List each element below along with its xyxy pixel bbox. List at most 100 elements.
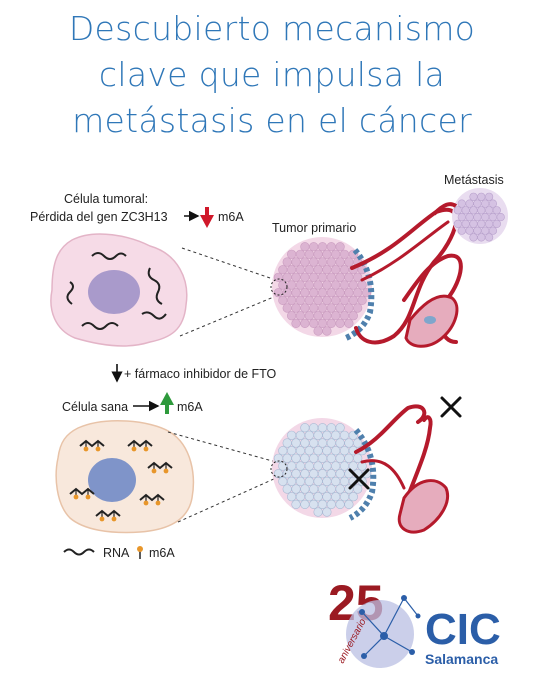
- tumor-cell-dot: [322, 507, 332, 517]
- tumor-cell-dot: [457, 199, 466, 208]
- tumor-cell-dot: [473, 226, 482, 235]
- tumor-cell-dot: [492, 219, 501, 228]
- tumor-cell-dot: [339, 311, 350, 321]
- tumor-cell-dot: [473, 199, 482, 208]
- tumor-cell-dot: [282, 484, 292, 494]
- tumor-cell-dot: [304, 476, 314, 487]
- headline: Descubierto mecanismo clave que impulsa …: [0, 6, 544, 144]
- tumor-cell-dot: [322, 311, 332, 321]
- tumor-cell-dot: [331, 265, 341, 275]
- m6a-mark: [85, 494, 91, 500]
- tumor-cell-dot: [295, 492, 306, 502]
- tumor-cell-dot: [295, 280, 306, 290]
- tumor-cell-dot: [339, 492, 350, 502]
- tumor-cell-dot: [339, 280, 350, 290]
- tumor-cell-dot: [291, 288, 301, 298]
- tumor-cell-dot: [326, 242, 336, 252]
- rna-strand: [139, 493, 165, 502]
- tumor-cell-dot: [344, 272, 354, 282]
- m6a-mark: [95, 446, 101, 452]
- tumor-cell-dot: [339, 265, 350, 275]
- tumor-cell-dot: [291, 318, 301, 329]
- tumor-cell-dot: [326, 484, 336, 494]
- tumor-cell-dot: [357, 295, 367, 306]
- tumor-cell-dot: [309, 288, 319, 298]
- tumor-cell-dot: [353, 303, 363, 313]
- m6a-mark: [111, 516, 117, 522]
- tumor-cell-dot: [335, 484, 345, 494]
- tumor-cell-dot: [322, 295, 332, 306]
- tumor-cell-dot: [313, 311, 323, 321]
- tumor-cell-dot: [322, 326, 332, 336]
- m6a-mark: [155, 500, 161, 506]
- tumor-cell-dot: [326, 318, 336, 329]
- tumor-cell-dot: [287, 430, 297, 440]
- healthy-cell-label: Célula sana: [62, 400, 128, 414]
- tumor-cell-dot: [313, 326, 323, 336]
- tumor-cell-dot: [317, 469, 328, 479]
- rna-strand: [81, 322, 119, 330]
- m6a-up-label: m6A: [177, 400, 203, 414]
- rna-strand: [127, 439, 153, 448]
- tumor-cell-dot: [481, 213, 490, 222]
- tumor-cell-dot: [481, 226, 490, 235]
- logo-name: CIC: [425, 605, 501, 654]
- healthy-cell: [55, 420, 195, 534]
- tumor-cell-dot: [309, 499, 319, 510]
- tumor-cell-dot: [335, 303, 345, 313]
- headline-line-1: Descubierto mecanismo: [68, 9, 476, 48]
- tumor-cell-dot: [309, 484, 319, 494]
- tumor-cell-dot: [304, 430, 314, 440]
- tumor-cell-dot: [317, 318, 328, 329]
- headline-line-2: clave que impulsa la: [98, 55, 446, 94]
- tumor-cell-dot: [300, 453, 310, 463]
- tumor-cell-dot: [295, 311, 306, 321]
- rna-strand: [66, 281, 74, 305]
- tumor-cell-dot: [331, 295, 341, 306]
- tumor-cell-dot: [322, 249, 332, 259]
- tumor-cell-dot: [331, 476, 341, 487]
- tumor-cell-dot: [322, 446, 332, 456]
- tumor-cell-dot: [469, 206, 478, 215]
- tumor-cell-dot: [335, 288, 345, 298]
- tumor-cell-dot: [282, 438, 292, 448]
- tumor-cell-dot: [477, 233, 486, 242]
- m6a-mark: [143, 500, 149, 506]
- rna-strand: [95, 509, 121, 518]
- tumor-cell-dot: [353, 484, 363, 494]
- tumor-cell-dot: [465, 199, 474, 208]
- tumor-cell-dot: [335, 499, 345, 510]
- tumor-cell-dot: [348, 492, 358, 502]
- tumor-cell-dot: [282, 272, 292, 282]
- tumor-cell-dot: [492, 206, 501, 215]
- tumor-cell-dot: [300, 423, 310, 433]
- tumor-cell-dot: [469, 219, 478, 228]
- rna-strand: [91, 252, 127, 260]
- tumor-cell-dot: [309, 423, 319, 433]
- metastasis-cluster: [432, 188, 508, 244]
- tumor-cell-dot: [477, 206, 486, 215]
- tumor-cell-dot: [287, 476, 297, 487]
- tumor-cell-dot: [344, 438, 354, 448]
- m6a-legend-icon: [137, 546, 143, 559]
- blocked-invasion-icon: [348, 468, 370, 490]
- tumor-cell-dot: [304, 295, 314, 306]
- tumor-cell-dot: [461, 219, 470, 228]
- tumor-cell-dot: [326, 303, 336, 313]
- rna-legend-icon: [63, 548, 95, 556]
- tumor-cell-dot: [326, 438, 336, 448]
- tumor-cell-dot: [339, 446, 350, 456]
- tumor-cell-dot: [300, 303, 310, 313]
- tumor-cell-dot: [331, 430, 341, 440]
- tumor-cell-dot: [485, 206, 494, 215]
- tumor-cell-dot: [317, 423, 328, 433]
- m6a-mark: [83, 446, 89, 452]
- tumor-cell-dot: [287, 311, 297, 321]
- tumor-cell-dot: [457, 226, 466, 235]
- tumor-cell-dot: [353, 453, 363, 463]
- tumor-cell-dot: [300, 469, 310, 479]
- tumor-cell-dot: [485, 219, 494, 228]
- tumor-cell-dot: [295, 446, 306, 456]
- tumor-cell-dot: [485, 233, 494, 242]
